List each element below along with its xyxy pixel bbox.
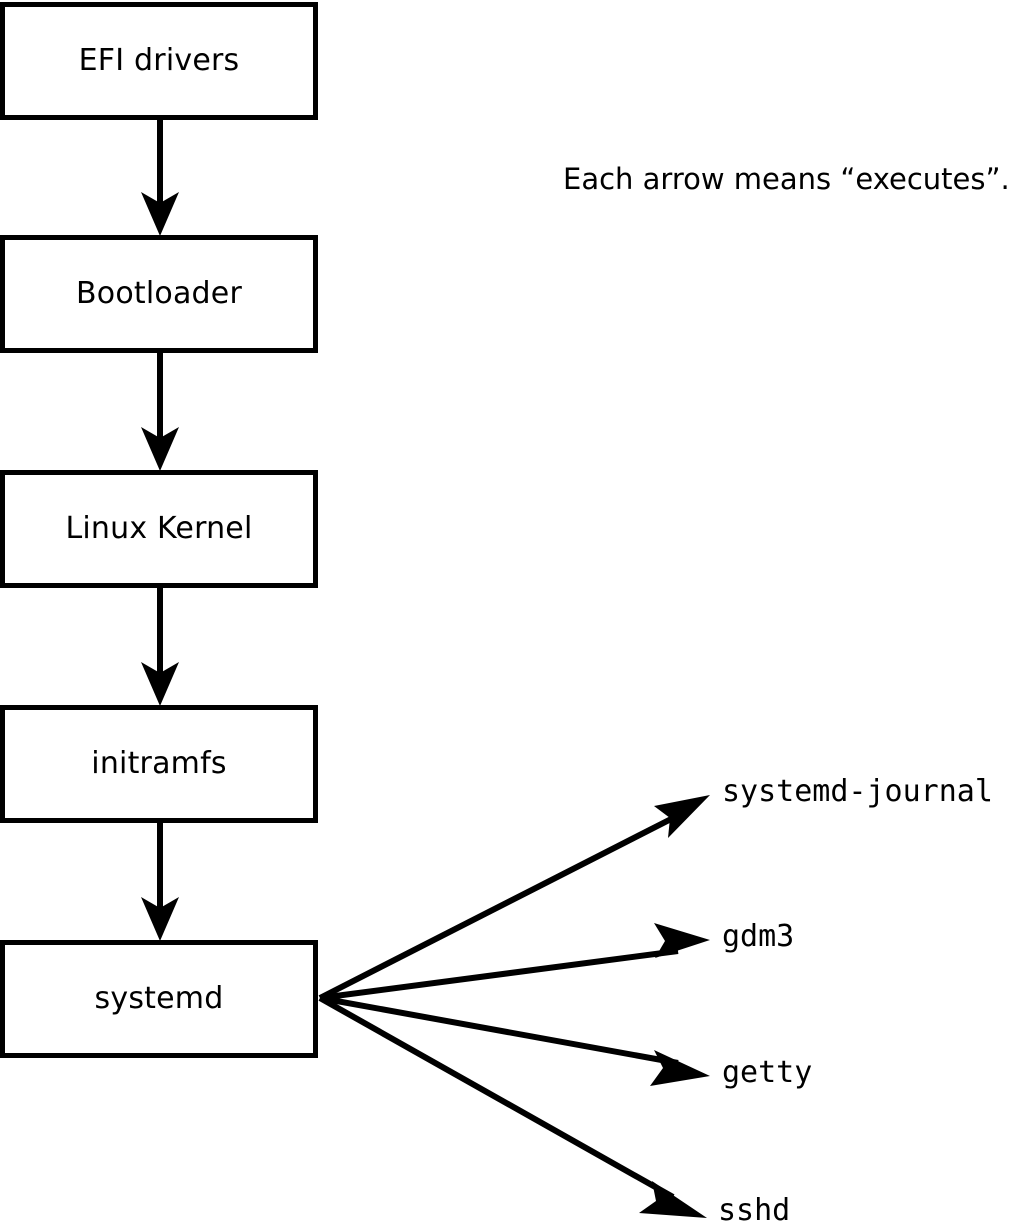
- chain-arrow-kernel-to-initramfs: [141, 588, 179, 706]
- service-label-getty[interactable]: getty: [722, 1055, 813, 1090]
- service-label-systemd-journal[interactable]: systemd-journal: [722, 774, 993, 809]
- service-arrow-getty: [319, 995, 710, 1086]
- stage-box-bootloader[interactable]: Bootloader: [0, 235, 318, 353]
- service-label-gdm3[interactable]: gdm3: [722, 919, 795, 954]
- stage-label-systemd: systemd: [94, 981, 224, 1016]
- service-arrow-systemd-journal: [318, 795, 710, 1001]
- stage-label-linux-kernel: Linux Kernel: [65, 511, 253, 546]
- stage-label-initramfs: initramfs: [91, 746, 227, 781]
- stage-box-systemd[interactable]: systemd: [0, 940, 318, 1058]
- stage-box-efi-drivers[interactable]: EFI drivers: [0, 2, 318, 120]
- stage-box-linux-kernel[interactable]: Linux Kernel: [0, 470, 318, 588]
- service-arrow-gdm3: [319, 923, 710, 1001]
- stage-label-bootloader: Bootloader: [76, 276, 242, 311]
- chain-arrow-initramfs-to-systemd: [141, 823, 179, 941]
- chain-arrow-bootloader-to-kernel: [141, 353, 179, 471]
- chain-arrow-efi-to-bootloader: [141, 120, 179, 236]
- service-arrow-sshd: [318, 995, 707, 1218]
- diagram-caption: Each arrow means “executes”.: [563, 162, 1010, 196]
- stage-box-initramfs[interactable]: initramfs: [0, 705, 318, 823]
- stage-label-efi-drivers: EFI drivers: [78, 43, 240, 78]
- service-label-sshd[interactable]: sshd: [718, 1193, 791, 1228]
